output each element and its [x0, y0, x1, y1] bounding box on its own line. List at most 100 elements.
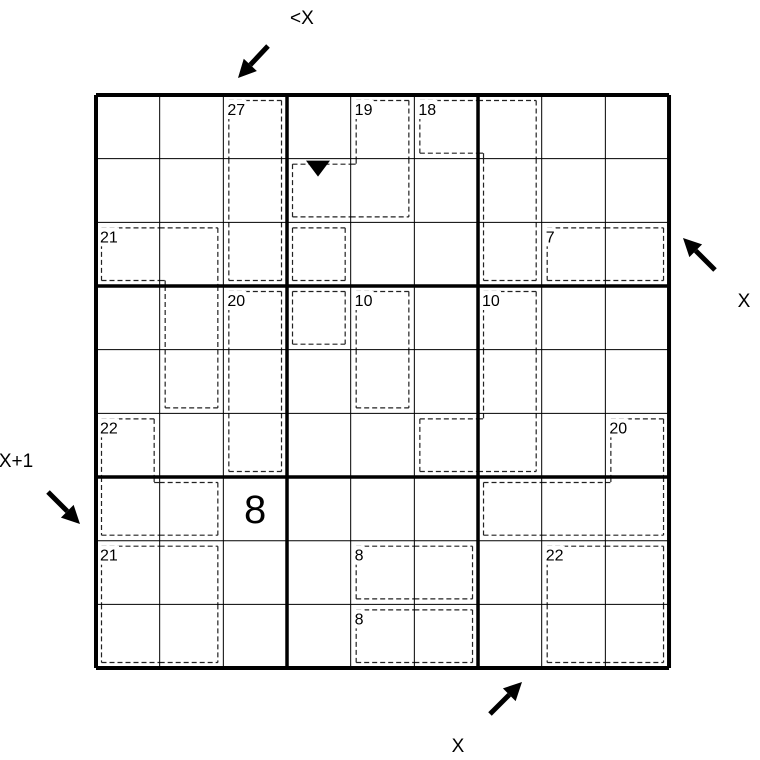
cell-r4c2[interactable]: [160, 286, 224, 350]
cell-r7c7[interactable]: [478, 477, 542, 541]
cell-r4c9[interactable]: [605, 286, 669, 350]
cell-r8c5[interactable]: [351, 541, 415, 605]
cell-r3c6[interactable]: [414, 222, 478, 286]
cell-r9c9[interactable]: [605, 604, 669, 668]
cell-r9c2[interactable]: [160, 604, 224, 668]
cell-r1c4[interactable]: [287, 95, 351, 159]
arrow-label: X+1: [0, 451, 33, 472]
cell-r2c2[interactable]: [160, 159, 224, 223]
cell-r9c5[interactable]: [351, 604, 415, 668]
cell-r7c6[interactable]: [414, 477, 478, 541]
cage: 8: [353, 545, 474, 600]
cell-r3c8[interactable]: [542, 222, 606, 286]
cell-r4c4[interactable]: [287, 286, 351, 350]
cell-r2c6[interactable]: [414, 159, 478, 223]
cell-r2c5[interactable]: [351, 159, 415, 223]
cage-sum: 8: [355, 611, 364, 628]
cell-r4c6[interactable]: [414, 286, 478, 350]
cell-r5c3[interactable]: [223, 350, 287, 414]
little-killer-arrow: <X: [238, 8, 314, 78]
cell-r5c2[interactable]: [160, 350, 224, 414]
cell-r1c5[interactable]: [351, 95, 415, 159]
cell-r7c8[interactable]: [542, 477, 606, 541]
cell-r3c9[interactable]: [605, 222, 669, 286]
cage-sum: 10: [482, 293, 500, 310]
cell-r5c7[interactable]: [478, 350, 542, 414]
cell-r8c9[interactable]: [605, 541, 669, 605]
cell-r4c5[interactable]: [351, 286, 415, 350]
cage-sum: 22: [100, 420, 118, 437]
cage-sum: 8: [355, 548, 364, 565]
cell-r5c6[interactable]: [414, 350, 478, 414]
cell-r9c1[interactable]: [96, 604, 160, 668]
cell-r2c7[interactable]: [478, 159, 542, 223]
cell-r6c5[interactable]: [351, 413, 415, 477]
cell-r7c5[interactable]: [351, 477, 415, 541]
cell-r2c9[interactable]: [605, 159, 669, 223]
arrow-label: X: [738, 291, 751, 312]
cell-r2c3[interactable]: [223, 159, 287, 223]
cell-r5c4[interactable]: [287, 350, 351, 414]
cell-r2c1[interactable]: [96, 159, 160, 223]
cell-r5c8[interactable]: [542, 350, 606, 414]
cell-r6c2[interactable]: [160, 413, 224, 477]
little-killer-arrow: X+1: [0, 451, 80, 524]
cell-r6c4[interactable]: [287, 413, 351, 477]
cell-r4c7[interactable]: [478, 286, 542, 350]
cell-r4c8[interactable]: [542, 286, 606, 350]
cell-r8c4[interactable]: [287, 541, 351, 605]
cell-r4c1[interactable]: [96, 286, 160, 350]
cell-r3c2[interactable]: [160, 222, 224, 286]
cage-sum-backing: [544, 227, 556, 247]
cell-r6c1[interactable]: [96, 413, 160, 477]
cell-r7c4[interactable]: [287, 477, 351, 541]
cell-r3c3[interactable]: [223, 222, 287, 286]
cell-r9c3[interactable]: [223, 604, 287, 668]
cell-r4c3[interactable]: [223, 286, 287, 350]
arrow-head-icon: [502, 682, 522, 702]
cell-r1c2[interactable]: [160, 95, 224, 159]
cell-r5c1[interactable]: [96, 350, 160, 414]
arrow-shaft: [248, 44, 270, 67]
cell-r1c8[interactable]: [542, 95, 606, 159]
cell-r2c8[interactable]: [542, 159, 606, 223]
cell-r6c8[interactable]: [542, 413, 606, 477]
cell-r8c2[interactable]: [160, 541, 224, 605]
cell-r1c1[interactable]: [96, 95, 160, 159]
cage-sum-backing: [226, 291, 247, 311]
cell-r8c3[interactable]: [223, 541, 287, 605]
cell-r9c6[interactable]: [414, 604, 478, 668]
cell-r6c3[interactable]: [223, 413, 287, 477]
cell-r3c4[interactable]: [287, 222, 351, 286]
cell-r7c2[interactable]: [160, 477, 224, 541]
cell-r1c9[interactable]: [605, 95, 669, 159]
cage-sum: 20: [227, 293, 245, 310]
cell-r1c7[interactable]: [478, 95, 542, 159]
cell-r5c9[interactable]: [605, 350, 669, 414]
cage-sum: 18: [418, 102, 436, 119]
cell-r9c4[interactable]: [287, 604, 351, 668]
cell-r6c9[interactable]: [605, 413, 669, 477]
cell-r5c5[interactable]: [351, 350, 415, 414]
cell-r3c7[interactable]: [478, 222, 542, 286]
little-killer-arrow: X: [452, 682, 522, 757]
cell-r8c7[interactable]: [478, 541, 542, 605]
cell-r9c8[interactable]: [542, 604, 606, 668]
cage: 19: [291, 99, 410, 218]
cage: 18: [417, 99, 537, 282]
cell-r8c1[interactable]: [96, 541, 160, 605]
cell-r7c9[interactable]: [605, 477, 669, 541]
cage: 7: [544, 227, 665, 282]
cell-r8c8[interactable]: [542, 541, 606, 605]
cell-r3c1[interactable]: [96, 222, 160, 286]
cage-sum-backing: [608, 418, 629, 438]
cell-r3c5[interactable]: [351, 222, 415, 286]
cell-r6c7[interactable]: [478, 413, 542, 477]
cell-r1c3[interactable]: [223, 95, 287, 159]
cell-r9c7[interactable]: [478, 604, 542, 668]
cell-r8c6[interactable]: [414, 541, 478, 605]
cell-r1c6[interactable]: [414, 95, 478, 159]
cell-r7c1[interactable]: [96, 477, 160, 541]
cell-r6c6[interactable]: [414, 413, 478, 477]
